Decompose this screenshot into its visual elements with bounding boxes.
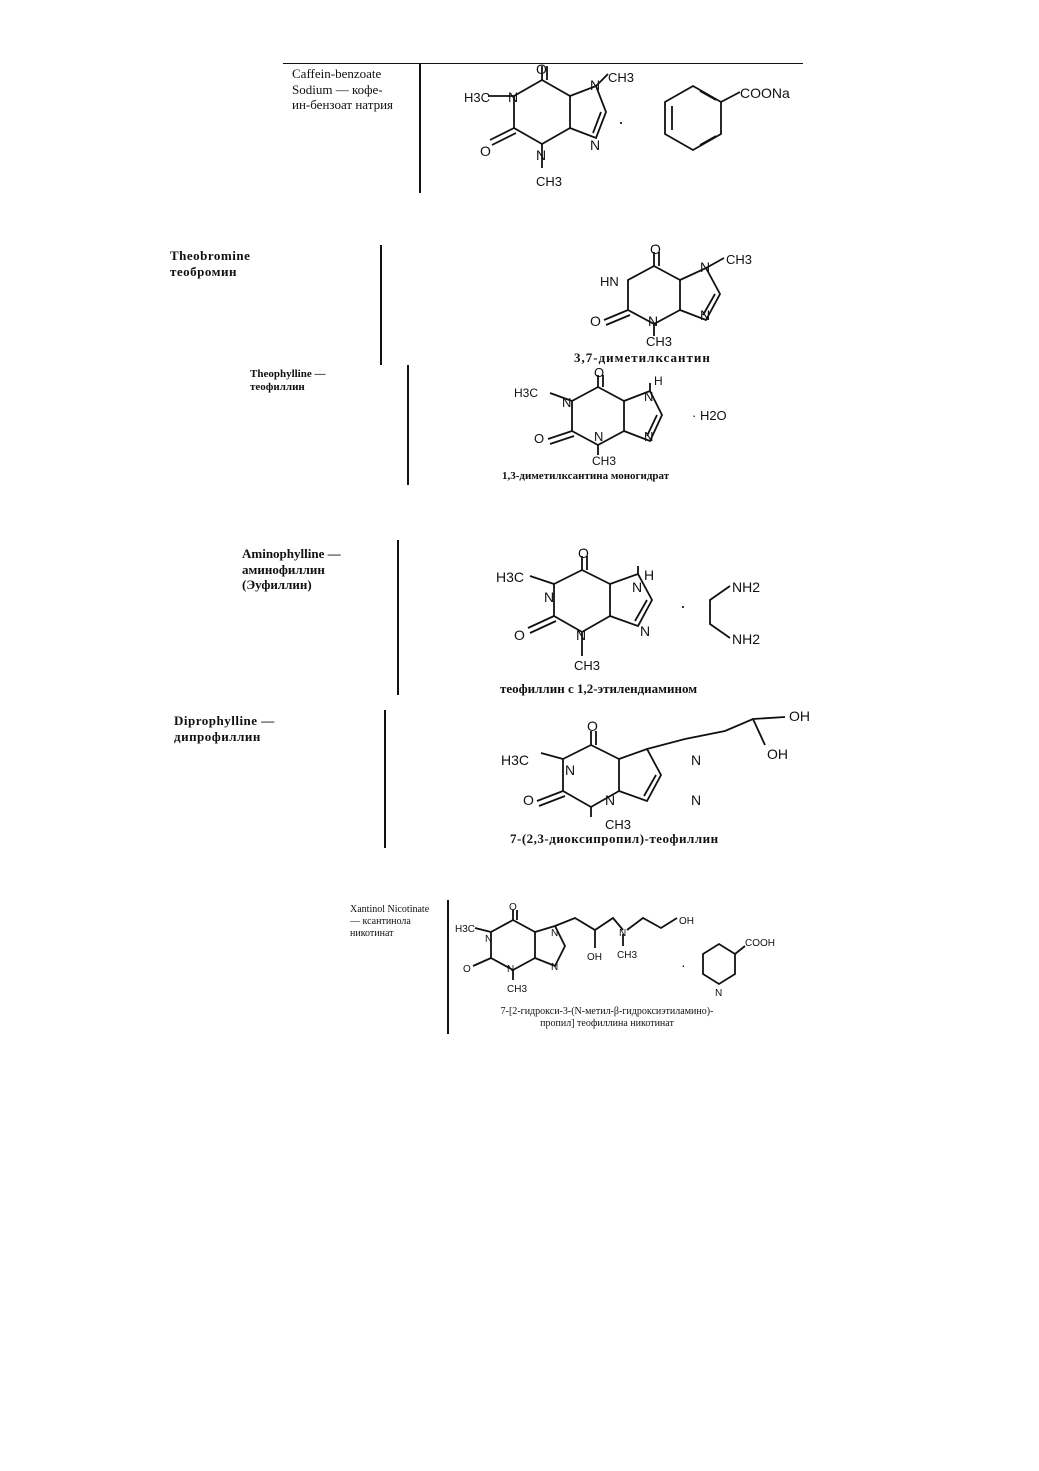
atom-me1: H3C [464, 90, 490, 105]
atom-n9: N [551, 962, 558, 973]
salt-dot: · [618, 112, 624, 132]
atom-o6: O [509, 902, 517, 913]
atom-n3: N [576, 627, 586, 643]
drug-name-aminophylline: Aminophylline — аминофиллин (Эуфиллин) [242, 546, 341, 593]
atom-hn: HN [600, 274, 619, 289]
atom-me3: CH3 [592, 454, 616, 468]
atom-nh2-top: NH2 [732, 579, 760, 595]
atom-me3: CH3 [646, 334, 672, 349]
atom-me3: CH3 [507, 984, 527, 995]
atom-o2: O [534, 431, 544, 446]
atom-o6: O [594, 365, 604, 380]
atom-n3: N [594, 429, 603, 444]
atom-n9: N [644, 429, 653, 444]
atom-n3: N [536, 147, 546, 163]
atom-coona: COONa [740, 85, 790, 101]
atom-me7: CH3 [726, 252, 752, 267]
atom-o2: O [590, 313, 601, 329]
structure-caption: 7-(2,3-диоксипропил)-теофиллин [510, 831, 719, 846]
atom-o2: O [463, 964, 471, 975]
atom-n9: N [590, 137, 600, 153]
atom-o2: O [480, 143, 491, 159]
theobromine-structure: O N CH3 HN O N CH3 N [590, 241, 752, 349]
atom-n-pyridine: N [715, 988, 722, 999]
atom-n7: N [700, 259, 710, 275]
theophylline-structure: O H N H3C N O N CH3 N · H2O [514, 365, 727, 468]
atom-n3: N [507, 964, 514, 975]
atom-n7: N [644, 389, 653, 404]
atom-n1: N [485, 934, 492, 945]
atom-nh2-bottom: NH2 [732, 631, 760, 647]
atom-oh-propyl: OH [587, 952, 602, 963]
atom-n3: N [648, 313, 658, 329]
column-divider [447, 900, 449, 1034]
atom-n7: N [551, 928, 558, 939]
atom-o6: O [587, 718, 598, 734]
water-of-hydration: · H2O [692, 408, 727, 423]
atom-me3: CH3 [605, 817, 631, 832]
atom-me7: CH3 [608, 70, 634, 85]
atom-n1: N [565, 762, 575, 778]
atom-n3: N [605, 792, 615, 808]
atom-o2: O [523, 792, 534, 808]
drug-name-caffeine-benzoate: Caffein-benzoate Sodium — кофе- ин-бензо… [292, 66, 394, 113]
salt-dot: · [680, 596, 686, 616]
salt-dot: · [681, 957, 686, 973]
structure-caption: 3,7-диметилксантин [574, 350, 711, 365]
atom-oh-secondary: OH [767, 746, 788, 762]
diprophylline-structure: O N H3C N O N CH3 N OH OH [501, 708, 810, 832]
column-divider [380, 245, 382, 365]
drug-name-diprophylline: Diprophylline — дипрофиллин [174, 713, 275, 744]
atom-me1: H3C [501, 752, 529, 768]
atom-o6: O [650, 241, 661, 257]
atom-n-methyl: CH3 [617, 950, 637, 961]
atom-o6: O [578, 545, 589, 561]
atom-n-amine: N [619, 928, 626, 939]
atom-oh-ethyl: OH [679, 916, 694, 927]
structure-caption: 1,3-диметилксантина моногидрат [502, 470, 670, 482]
column-divider [397, 540, 399, 695]
atom-n9: N [640, 623, 650, 639]
aminophylline-structure: O H N H3C N O N CH3 N · NH2 NH2 [496, 545, 760, 673]
column-divider [419, 63, 421, 193]
atom-n7: N [590, 77, 600, 93]
xantinol-nicotinate-structure: O N H3C N O N CH3 N OH N CH3 OH · COOH N [455, 902, 775, 999]
atom-n1: N [508, 89, 518, 105]
drug-name-theophylline: Theophylline — теофиллин [250, 368, 326, 394]
drug-name-xantinol-nicotinate: Xantinol Nicotinate — ксантинола никотин… [350, 904, 430, 939]
caffeine-sodium-benzoate-structure: O N CH3 N H3C O N CH3 N · COONa [464, 61, 790, 189]
structure-caption: 7-[2-гидрокси-3-(N-метил-β-гидроксиэтила… [500, 1006, 714, 1029]
atom-cooh: COOH [745, 938, 775, 949]
column-divider [407, 365, 409, 485]
atom-oh-terminal: OH [789, 708, 810, 724]
atom-h7: H [654, 374, 663, 388]
table-top-rule [283, 63, 803, 64]
atom-me1: H3C [496, 569, 524, 585]
atom-n9: N [700, 307, 710, 323]
column-divider [384, 710, 386, 848]
drug-name-theobromine: Theobromine теобромин [170, 248, 251, 279]
atom-n1: N [562, 395, 571, 410]
atom-o6: O [536, 61, 547, 77]
atom-me3: CH3 [536, 174, 562, 189]
atom-me1: H3C [514, 386, 538, 400]
atom-n7: N [691, 752, 701, 768]
atom-me3: CH3 [574, 658, 600, 673]
atom-me1: H3C [455, 924, 475, 935]
atom-h7: H [644, 567, 654, 583]
structure-caption: теофиллин с 1,2-этилендиамином [500, 681, 698, 696]
atom-n1: N [544, 589, 554, 605]
atom-n9: N [691, 792, 701, 808]
atom-o2: O [514, 627, 525, 643]
atom-n7: N [632, 579, 642, 595]
